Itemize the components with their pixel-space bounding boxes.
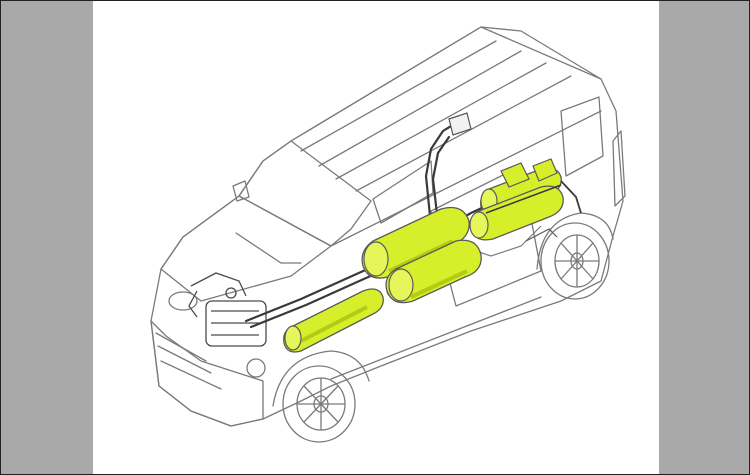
tail-light xyxy=(612,130,626,207)
fog-light xyxy=(246,358,266,378)
right-gray-bar xyxy=(659,1,749,474)
headlight xyxy=(168,291,198,311)
roof-line xyxy=(290,26,482,142)
hood xyxy=(160,195,332,302)
grille-line-2 xyxy=(157,345,212,374)
engine-block xyxy=(188,272,267,347)
windshield xyxy=(238,140,372,247)
filler-neck-pipe xyxy=(424,121,458,228)
roof-rib-2 xyxy=(318,50,522,167)
left-gray-bar xyxy=(1,1,93,474)
rear-tank-pack xyxy=(469,158,582,242)
windshield-wiper xyxy=(235,232,302,264)
illustration-canvas xyxy=(93,1,659,474)
front-cylinder-tank xyxy=(283,288,384,353)
filler-cap xyxy=(448,112,472,136)
front-wheel-arch xyxy=(272,350,370,407)
rocker-panel xyxy=(330,296,542,380)
belt-line xyxy=(330,110,602,247)
twin-center-tanks xyxy=(361,206,482,304)
roof-rear-edge xyxy=(480,26,602,80)
front-wheel xyxy=(282,365,356,443)
roof-rib-4 xyxy=(355,75,572,192)
side-window-rear xyxy=(560,96,604,177)
filler-neck-pipe-2 xyxy=(431,135,451,225)
grille-line-3 xyxy=(160,360,222,390)
roof-rib-1 xyxy=(300,40,497,152)
grille-line-1 xyxy=(155,332,207,362)
front-bumper xyxy=(150,320,264,427)
roof-rib-3 xyxy=(335,62,547,180)
side-mirror xyxy=(232,180,250,202)
van-illustration xyxy=(150,26,626,443)
side-window-front xyxy=(372,160,434,224)
rear-wheel xyxy=(540,222,610,300)
